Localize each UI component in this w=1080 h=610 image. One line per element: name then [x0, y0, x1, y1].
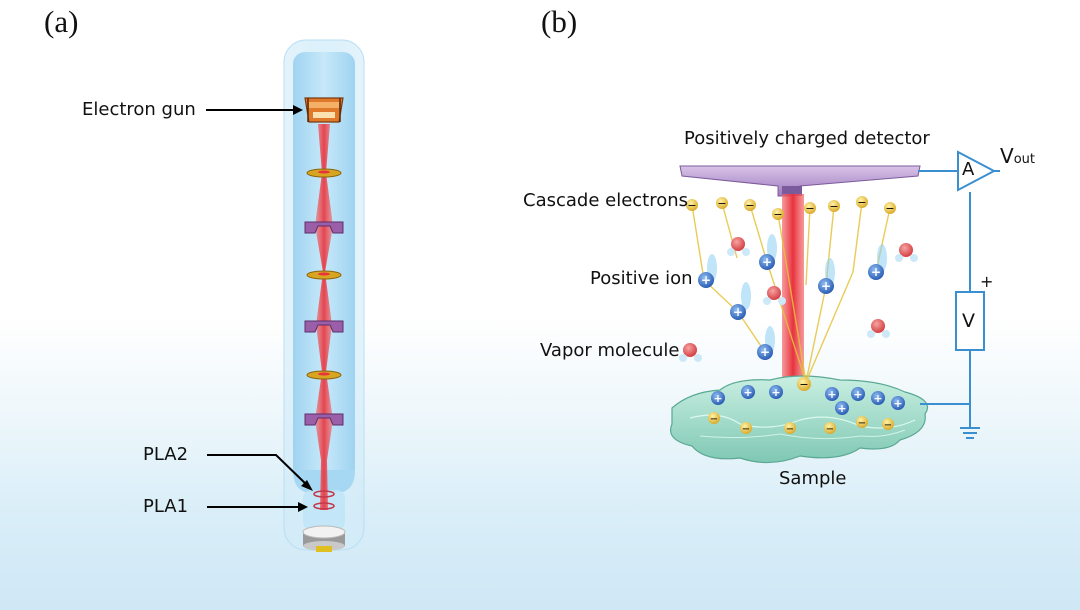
vout-sub: out: [1013, 152, 1035, 167]
vout-main: V: [1000, 144, 1014, 168]
surface-negative-charge: −: [797, 377, 811, 391]
svg-text:+: +: [762, 255, 772, 269]
positive-ion: +: [868, 264, 884, 280]
positive-ion: +: [730, 304, 746, 320]
cascade-electron: −: [828, 200, 840, 213]
surface-positive-charge: +: [851, 387, 865, 401]
sample-label: Sample: [779, 468, 847, 489]
purple-lens: [304, 413, 344, 426]
amplifier-label: A: [962, 159, 975, 180]
svg-text:−: −: [742, 424, 750, 435]
vapor-molecule: [763, 286, 786, 305]
svg-text:+: +: [873, 392, 882, 405]
surface-positive-charge: +: [891, 396, 905, 410]
svg-text:+: +: [760, 345, 770, 359]
amplifier-icon: [957, 150, 997, 192]
surface-positive-charge: +: [835, 401, 849, 415]
vapor-molecule-label: Vapor molecule: [540, 340, 680, 361]
pla2-arrow: [207, 454, 313, 491]
cascade-electron: −: [884, 202, 896, 215]
svg-text:−: −: [885, 202, 894, 215]
cascade-electron: −: [804, 202, 816, 215]
svg-text:+: +: [713, 392, 722, 405]
surface-negative-charge: −: [856, 416, 868, 429]
panel-label-a: (a): [44, 4, 79, 39]
surface-positive-charge: +: [825, 387, 839, 401]
vapor-molecule-legend: [679, 343, 702, 362]
svg-text:−: −: [773, 208, 782, 221]
svg-text:−: −: [829, 200, 838, 213]
svg-text:+: +: [871, 265, 881, 279]
purple-lens: [304, 221, 344, 234]
surface-negative-charge: −: [824, 422, 836, 435]
pla1-arrow: [207, 502, 308, 512]
positive-ion: +: [698, 272, 714, 288]
cascade-electrons-label: Cascade electrons: [523, 190, 689, 211]
svg-text:−: −: [745, 199, 754, 212]
electron-gun-label: Electron gun: [82, 99, 196, 120]
positive-ion: +: [818, 278, 834, 294]
sample-beam: [782, 194, 804, 394]
svg-text:+: +: [743, 386, 752, 399]
svg-text:−: −: [717, 197, 726, 210]
surface-negative-charge: −: [784, 422, 796, 435]
electron-gun-arrow: [206, 105, 303, 115]
cascade-electron: −: [716, 197, 728, 210]
svg-text:−: −: [884, 420, 892, 431]
svg-text:−: −: [857, 196, 866, 209]
positive-ion: +: [759, 254, 775, 270]
positively-charged-detector: [679, 165, 921, 197]
vapor-molecule: [727, 237, 750, 256]
surface-positive-charge: +: [741, 385, 755, 399]
surface-negative-charge: −: [740, 422, 752, 435]
vout-label: Vout: [1000, 146, 1035, 166]
cascade-electron: −: [772, 208, 784, 221]
svg-text:−: −: [858, 418, 866, 429]
svg-text:+: +: [821, 279, 831, 293]
svg-text:+: +: [893, 397, 902, 410]
svg-text:−: −: [687, 199, 696, 212]
pla2-aperture: [313, 490, 335, 498]
electron-gun-icon: [304, 97, 344, 123]
cascade-electron: −: [744, 199, 756, 212]
purple-lens: [304, 320, 344, 333]
circuit-wires: [918, 170, 1000, 439]
svg-text:+: +: [837, 402, 846, 415]
svg-text:+: +: [733, 305, 743, 319]
surface-positive-charge: +: [711, 391, 725, 405]
surface-positive-charge: +: [769, 385, 783, 399]
positive-ion: +: [757, 344, 773, 360]
voltage-label: V: [962, 310, 975, 332]
surface-positive-charge: +: [871, 391, 885, 405]
sample-stage-icon: [302, 525, 346, 552]
cascade-electron: −: [686, 199, 698, 212]
svg-text:−: −: [799, 378, 808, 391]
gold-lens: [306, 370, 342, 380]
gold-lens: [306, 270, 342, 280]
svg-text:+: +: [853, 388, 862, 401]
pla2-label: PLA2: [143, 444, 189, 465]
voltage-source-icon: [955, 291, 985, 351]
surface-negative-charge: −: [708, 412, 720, 425]
detector-label: Positively charged detector: [684, 128, 930, 149]
pla1-aperture: [313, 502, 335, 510]
svg-text:+: +: [771, 386, 780, 399]
svg-text:+: +: [701, 273, 711, 287]
surface-negative-charge: −: [882, 418, 894, 431]
gold-lens: [306, 168, 342, 178]
plus-terminal-label: +: [980, 272, 994, 291]
vapor-molecule: [895, 243, 918, 262]
panel-label-b: (b): [541, 4, 578, 39]
svg-text:−: −: [805, 202, 814, 215]
svg-text:−: −: [826, 424, 834, 435]
svg-text:−: −: [710, 414, 718, 425]
cascade-trails: [691, 201, 891, 383]
svg-text:+: +: [827, 388, 836, 401]
vapor-molecule: [867, 319, 890, 338]
cascade-electron: −: [856, 196, 868, 209]
positive-ion-label: Positive ion: [590, 268, 693, 289]
svg-text:−: −: [786, 424, 794, 435]
pla1-label: PLA1: [143, 496, 189, 517]
